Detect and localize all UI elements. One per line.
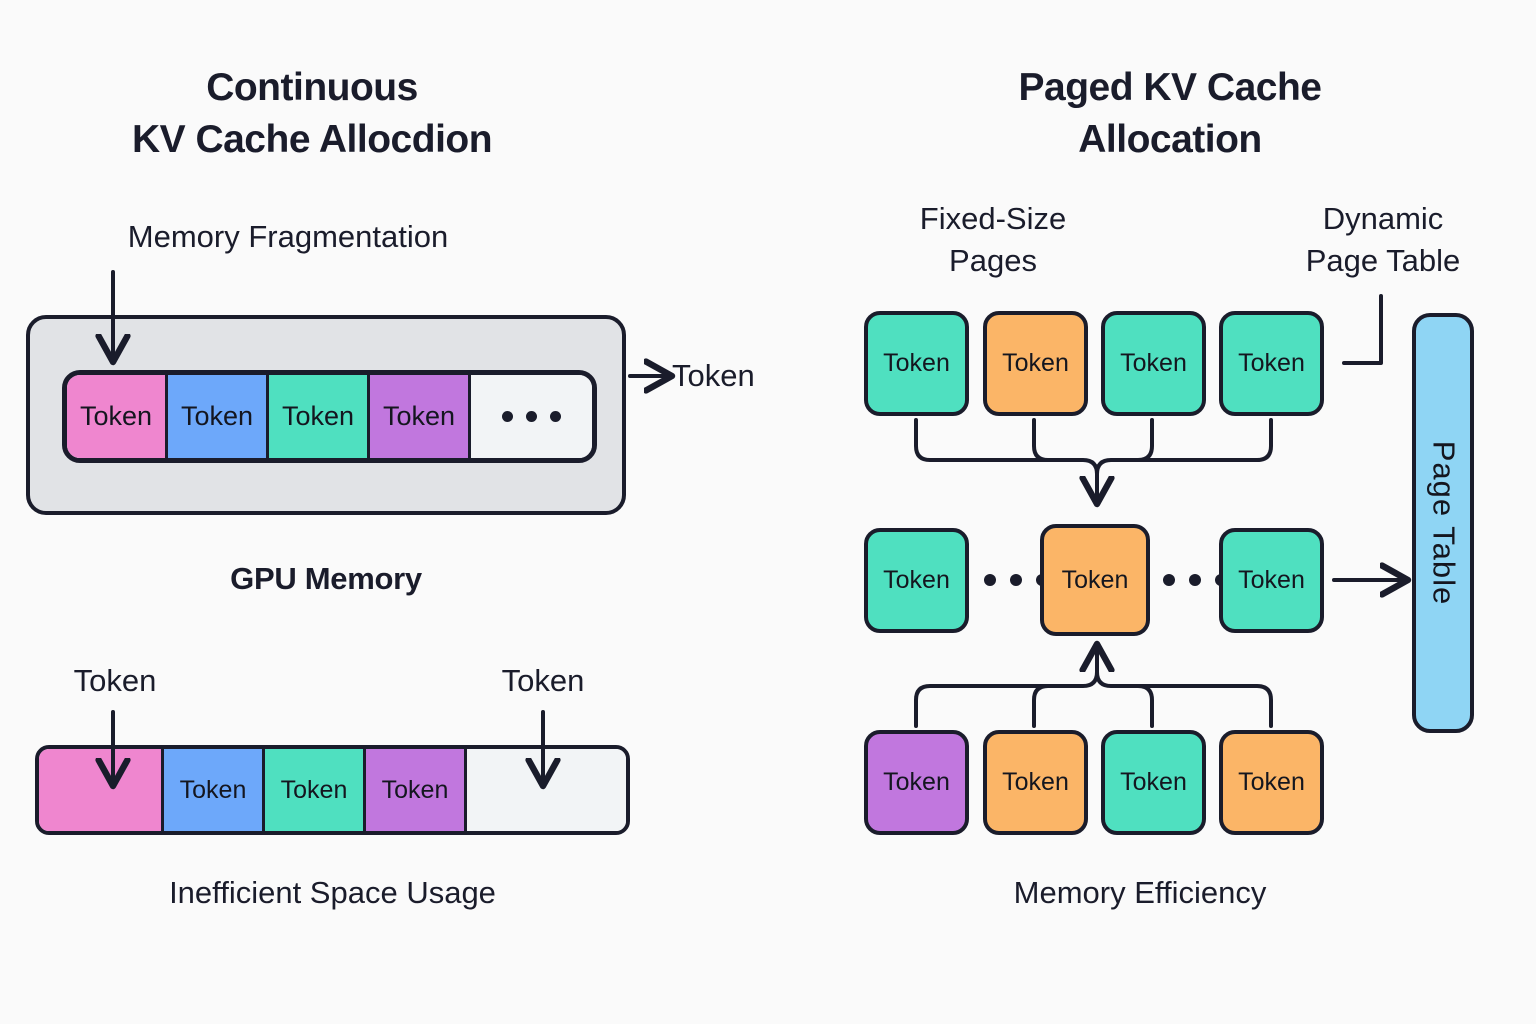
gpu-memory-label: GPU Memory — [230, 561, 422, 596]
ellipsis-icon — [502, 411, 561, 422]
right-panel-title: Paged KV Cache Allocation — [1018, 66, 1322, 161]
bar-cell-empty-ellipsis — [471, 375, 592, 458]
bar-cell-token-1: Token — [67, 375, 168, 458]
bar-cell-token-2: Token — [168, 375, 269, 458]
bar-cell-token-3: Token — [269, 375, 370, 458]
memory-efficiency-label: Memory Efficiency — [1013, 875, 1267, 910]
page-tile-top-1: Token — [864, 311, 969, 416]
inefficient-space-bar: Token Token Token — [35, 745, 630, 835]
page-tile-bottom-2: Token — [983, 730, 1088, 835]
bottom-bar-cell-2: Token — [164, 749, 265, 831]
page-tile-bottom-3: Token — [1101, 730, 1206, 835]
bottom-token-callout-left: Token — [73, 663, 157, 698]
page-tile-bottom-4: Token — [1219, 730, 1324, 835]
dynamic-page-table-label: Dynamic Page Table — [1305, 201, 1461, 278]
page-tile-top-4: Token — [1219, 311, 1324, 416]
page-table-block: Page Table — [1412, 313, 1474, 733]
bracket-top-to-middle — [914, 418, 1273, 498]
inefficient-space-usage-label: Inefficient Space Usage — [169, 875, 496, 910]
bottom-bar-cell-empty — [467, 749, 626, 831]
bottom-bar-cell-3: Token — [265, 749, 366, 831]
bracket-bottom-to-middle — [914, 670, 1273, 728]
token-callout-right: Token — [672, 358, 755, 393]
ellipsis-icon-middle-right — [1163, 574, 1227, 586]
fixed-size-pages-label: Fixed-Size Pages — [919, 201, 1067, 278]
memory-fragmentation-label: Memory Fragmentation — [127, 219, 449, 254]
continuous-kv-cache-bar: Token Token Token Token — [62, 370, 597, 463]
page-tile-top-3: Token — [1101, 311, 1206, 416]
bottom-token-callout-right: Token — [501, 663, 585, 698]
page-tile-middle-3: Token — [1219, 528, 1324, 633]
bottom-bar-cell-4: Token — [366, 749, 467, 831]
page-table-label: Page Table — [1426, 440, 1461, 606]
left-panel-title: Continuous KV Cache Allocdion — [131, 66, 493, 161]
page-tile-middle-2: Token — [1040, 524, 1150, 636]
page-tile-middle-1: Token — [864, 528, 969, 633]
bar-cell-token-4: Token — [370, 375, 471, 458]
page-tile-top-2: Token — [983, 311, 1088, 416]
page-tile-bottom-1: Token — [864, 730, 969, 835]
connector-dynamic-page-table — [1342, 294, 1383, 365]
bottom-bar-cell-1 — [39, 749, 164, 831]
ellipsis-icon-middle-left — [984, 574, 1048, 586]
